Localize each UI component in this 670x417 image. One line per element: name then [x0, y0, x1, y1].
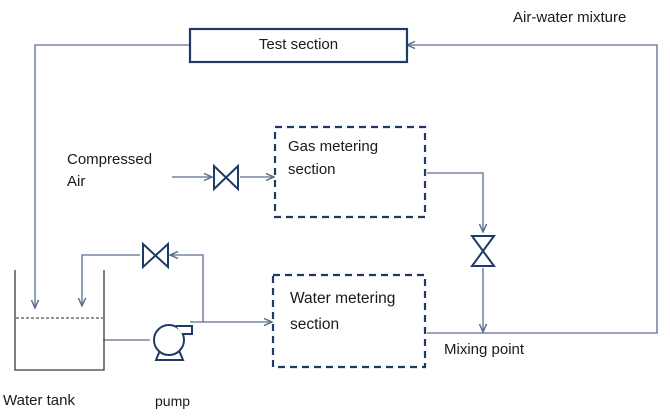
water-metering-box	[271, 273, 427, 369]
return-riser-line	[407, 45, 658, 334]
water-tank-label: Water tank	[3, 392, 75, 409]
air-valve-icon	[213, 163, 239, 192]
test-outlet-line	[35, 44, 190, 308]
gas-metering-label: Gas metering section	[288, 138, 379, 179]
mixing-point-label: Mixing point	[444, 341, 525, 358]
mixing-valve-icon	[470, 235, 496, 267]
compressed-air-label: Compressed Air	[67, 151, 153, 190]
pump-label: pump	[155, 393, 191, 409]
bypass-riser-line	[170, 255, 204, 322]
water-tank	[14, 270, 105, 371]
bypass-return-line	[82, 254, 140, 306]
pump-icon	[153, 324, 193, 361]
air-water-mixture-label: Air-water mixture	[513, 9, 627, 26]
test-section-box	[188, 27, 409, 64]
test-section-label: Test section	[258, 36, 339, 53]
water-metering-label: Water metering section	[290, 290, 396, 333]
bypass-valve-icon	[142, 241, 169, 270]
gas-outlet-line	[427, 172, 483, 232]
gas-metering-box	[273, 125, 427, 219]
